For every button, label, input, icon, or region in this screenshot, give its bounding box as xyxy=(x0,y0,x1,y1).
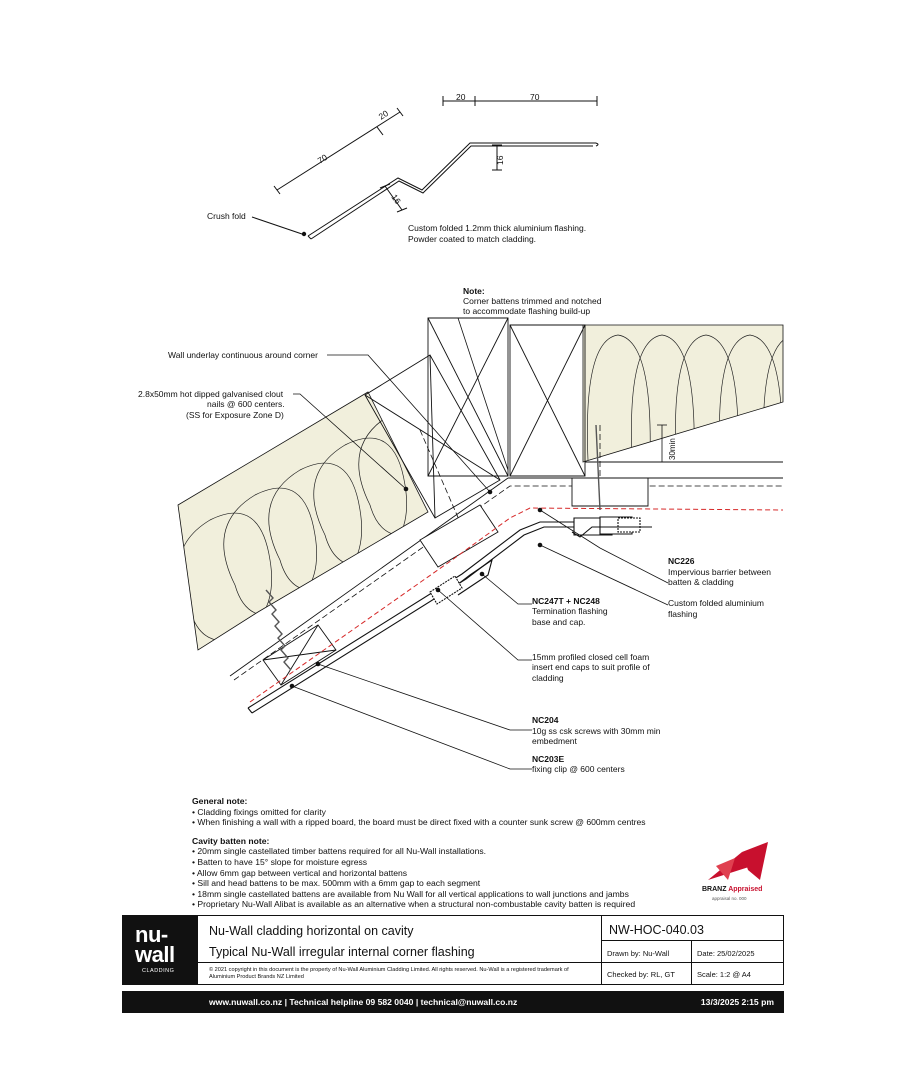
date: Date: 25/02/2025 xyxy=(697,949,755,958)
copyright: © 2021 copyright in this document is the… xyxy=(209,967,569,980)
crush-fold-label: Crush fold xyxy=(207,211,246,221)
dim-top-20: 20 xyxy=(456,92,466,102)
leader-lines xyxy=(291,317,669,770)
cavity-note-5: • 18mm single castellated battens are av… xyxy=(192,888,629,899)
drawing-subtitle: Typical Nu-Wall irregular internal corne… xyxy=(209,945,475,959)
foam-line-2: insert end caps to suit profile of xyxy=(532,662,650,672)
drawn-by: Drawn by: Nu-Wall xyxy=(607,949,670,958)
note-line-2: to accommodate flashing build-up xyxy=(463,306,590,316)
nc204-line-2: embedment xyxy=(532,736,578,746)
nails-label-2: nails @ 600 centers. xyxy=(207,399,285,409)
branz-logo-icon xyxy=(708,842,768,880)
notes-block: General note: • Cladding fixings omitted… xyxy=(192,796,712,910)
red-barrier xyxy=(249,507,784,703)
cavity-note-6: • Proprietary Nu-Wall Alibat is availabl… xyxy=(192,899,636,910)
nails-label-1: 2.8x50mm hot dipped galvanised clout xyxy=(138,389,284,399)
note-title: Note: xyxy=(463,286,485,296)
cavity-note-1: • 20mm single castellated timber battens… xyxy=(192,846,487,857)
nuwall-logo: nu- wall CLADDING xyxy=(123,916,198,984)
divider xyxy=(691,940,692,984)
nc204-line-1: 10g ss csk screws with 30mm min xyxy=(532,726,661,736)
battens xyxy=(262,477,649,686)
leader-dots xyxy=(289,486,543,689)
nc247-line-2: base and cap. xyxy=(532,617,585,627)
footer-contact: www.nuwall.co.nz | Technical helpline 09… xyxy=(209,997,518,1007)
nc226-line-2: batten & cladding xyxy=(668,577,734,587)
nc203-code: NC203E xyxy=(532,754,564,764)
divider xyxy=(198,962,601,963)
nc203-line-1: fixing clip @ 600 centers xyxy=(532,764,625,774)
drawing-title: Nu-Wall cladding horizontal on cavity xyxy=(209,924,414,938)
custom-flashing-2: flashing xyxy=(668,609,698,619)
branz-appraised-word: Appraised xyxy=(728,886,763,893)
cladding-panels xyxy=(247,516,652,714)
general-note-title: General note: xyxy=(192,796,248,806)
nc247-line-1: Termination flashing xyxy=(532,606,608,616)
nc204-code: NC204 xyxy=(532,715,559,725)
nail-line xyxy=(265,424,601,671)
cavity-note-3: • Allow 6mm gap between vertical and hor… xyxy=(192,867,408,878)
note-line-1: Corner battens trimmed and notched xyxy=(463,296,602,306)
dim-30min xyxy=(657,424,667,463)
general-note-2: • When finishing a wall with a ripped bo… xyxy=(192,817,646,828)
flashing-profile xyxy=(251,96,599,240)
divider xyxy=(601,940,784,941)
divider xyxy=(601,916,602,984)
cavity-note-4: • Sill and head battens to be max. 500mm… xyxy=(192,878,481,889)
dim-top-70: 70 xyxy=(530,92,540,102)
crush-fold-marker xyxy=(301,231,307,237)
nails-label-3: (SS for Exposure Zone D) xyxy=(186,410,284,420)
nc226-line-1: Impervious barrier between xyxy=(668,567,771,577)
flashing-spec-2: Powder coated to match cladding. xyxy=(408,234,536,244)
logo-line-2: wall xyxy=(135,942,175,967)
branz-appraised: BRANZ Appraised xyxy=(702,886,762,893)
insulation-left xyxy=(177,391,429,651)
foam-line-1: 15mm profiled closed cell foam xyxy=(532,652,649,662)
dim-30min-label: 30min xyxy=(668,438,677,460)
branz-sub: appraisal no. 000 xyxy=(712,896,747,901)
dim-right-16: 16 xyxy=(495,155,505,165)
cavity-note-title: Cavity batten note: xyxy=(192,835,270,846)
footer-bar: www.nuwall.co.nz | Technical helpline 09… xyxy=(122,991,784,1013)
nc226-code: NC226 xyxy=(668,556,695,566)
underlay-label: Wall underlay continuous around corner xyxy=(168,350,318,360)
logo-sub: CLADDING xyxy=(142,968,175,974)
divider xyxy=(601,962,784,963)
branz-brand: BRANZ xyxy=(702,886,727,893)
foam-line-3: cladding xyxy=(532,673,564,683)
cavity-note-2: • Batten to have 15° slope for moisture … xyxy=(192,856,368,867)
insulation-right xyxy=(582,324,784,463)
general-note-1: • Cladding fixings omitted for clarity xyxy=(192,806,326,817)
nc247-code: NC247T + NC248 xyxy=(532,596,600,606)
custom-flashing-1: Custom folded aluminium xyxy=(668,598,764,608)
footer-timestamp: 13/3/2025 2:15 pm xyxy=(700,997,774,1007)
framing-studs xyxy=(229,317,783,677)
logo-line-1: nu- xyxy=(135,922,168,947)
scale: Scale: 1:2 @ A4 xyxy=(697,970,751,979)
checked-by: Checked by: RL, GT xyxy=(607,970,675,979)
flashing-spec-1: Custom folded 1.2mm thick aluminium flas… xyxy=(408,223,586,233)
drawing-code: NW-HOC-040.03 xyxy=(609,923,704,937)
title-block: nu- wall CLADDING Nu-Wall cladding horiz… xyxy=(122,915,784,985)
